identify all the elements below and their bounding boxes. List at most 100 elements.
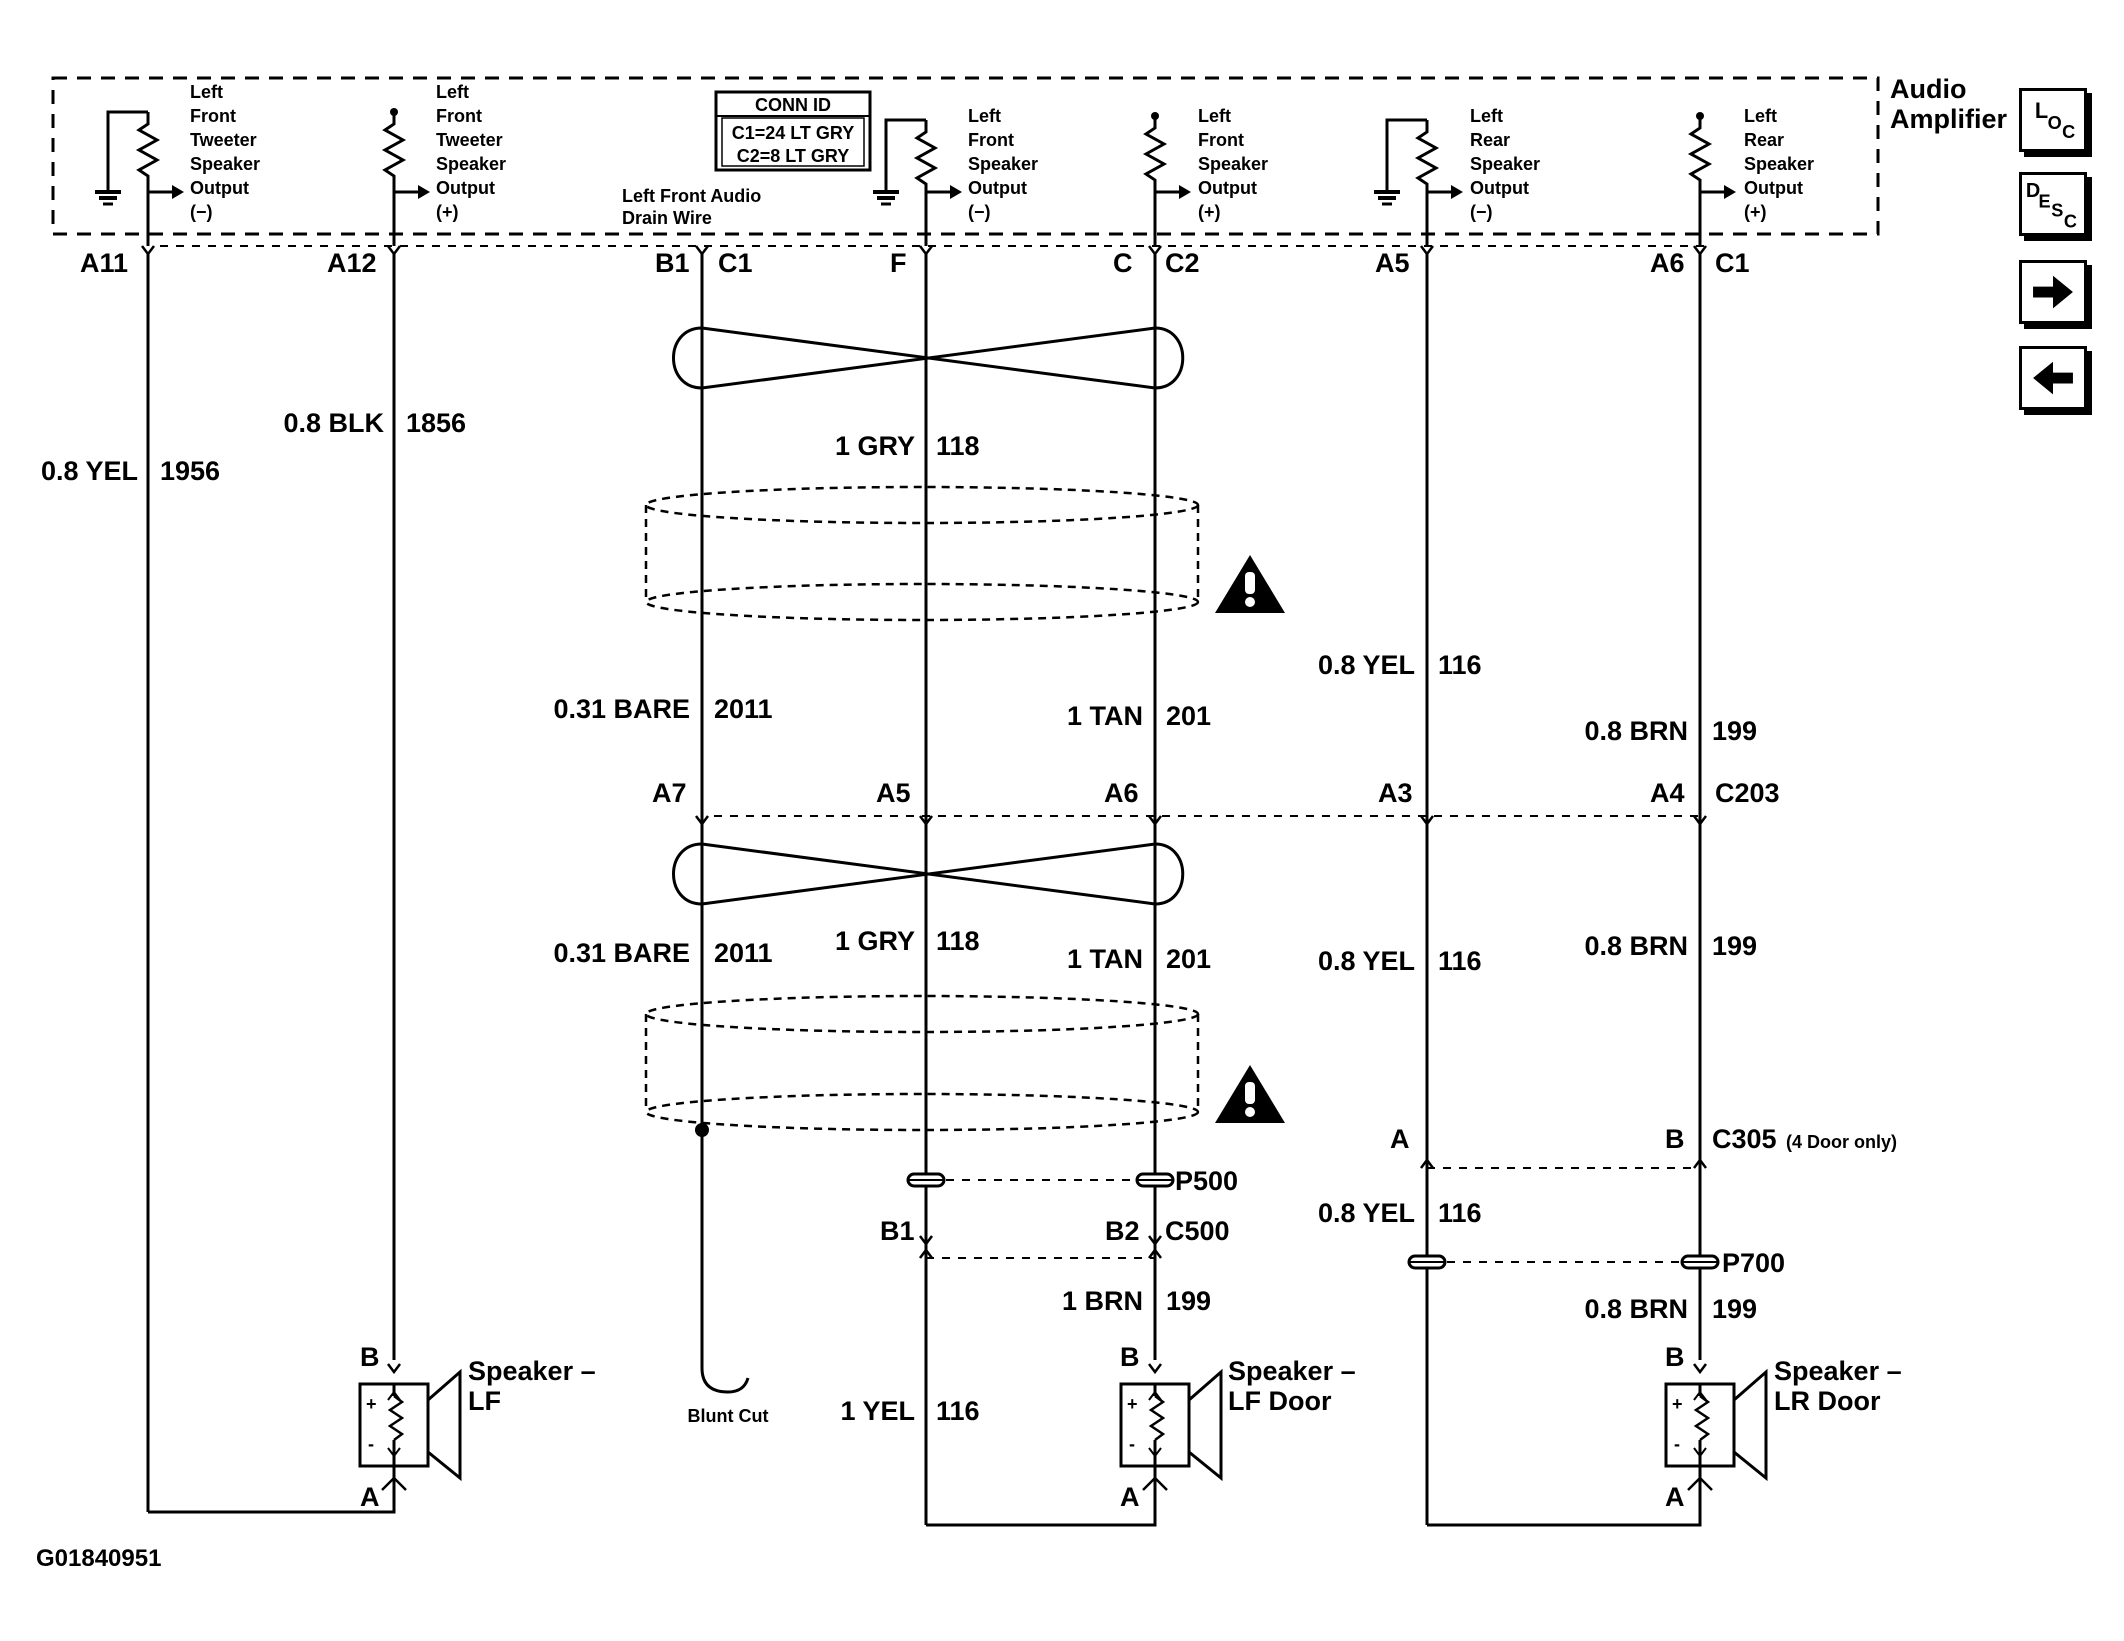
c305-pin-a: A	[1390, 1124, 1410, 1154]
wire-circuit-1956: 1956	[160, 456, 220, 486]
speaker-lf-door-pin-a: A	[1120, 1482, 1140, 1512]
wire-circuit-116d: 116	[936, 1396, 980, 1426]
description-button[interactable]: D E S C	[2019, 172, 2087, 236]
c203-pin-a5: A5	[876, 778, 911, 808]
previous-button[interactable]	[2019, 346, 2087, 410]
pin-c: C	[1113, 248, 1133, 278]
wire-color-116c: 0.8 YEL	[1318, 1198, 1415, 1228]
wire-color-2011b: 0.31 BARE	[553, 938, 690, 968]
pin-c1-b: C1	[1715, 248, 1750, 278]
output-1-desc: Left Front Tweeter Speaker Output (−)	[190, 82, 265, 222]
speaker-lf-label-1: Speaker –	[468, 1356, 596, 1386]
wire-circuit-201b: 201	[1166, 944, 1211, 974]
speaker-lr-door-label-2: LR Door	[1774, 1386, 1881, 1416]
c305-note: (4 Door only)	[1786, 1132, 1897, 1152]
wire-circuit-199c: 199	[1166, 1286, 1211, 1316]
c203-pin-a4: A4	[1650, 778, 1685, 808]
warning-icon[interactable]	[1215, 555, 1285, 613]
pin-c1-a: C1	[718, 248, 753, 278]
twisted-pair-1	[672, 326, 1185, 390]
amp-output-2	[383, 108, 430, 246]
speaker-lf-label-2: LF	[468, 1386, 501, 1416]
desc-sub-e: E	[2039, 192, 2051, 212]
conn-id-c2: C2=8 LT GRY	[737, 146, 850, 166]
c203-pins	[694, 814, 1708, 826]
next-button[interactable]	[2019, 260, 2087, 324]
amp-output-5	[1372, 118, 1463, 246]
svg-text:+: +	[1127, 1394, 1138, 1414]
p500-name: P500	[1175, 1166, 1238, 1196]
drain-wire-desc: Left Front Audio Drain Wire	[622, 186, 766, 228]
wire-color-2011a: 0.31 BARE	[553, 694, 690, 724]
wire-circuit-199b: 199	[1712, 931, 1757, 961]
speaker-lf-pin-a: A	[360, 1482, 380, 1512]
svg-text:-: -	[368, 1434, 374, 1454]
shield-2	[644, 994, 1200, 1132]
wire-circuit-116c: 116	[1438, 1198, 1482, 1228]
output-4-desc: Left Front Speaker Output (+)	[1198, 106, 1273, 222]
desc-sub-c: C	[2064, 212, 2077, 232]
c500-name: C500	[1165, 1216, 1230, 1246]
speaker-lf-door-pin-b: B	[1120, 1342, 1140, 1372]
wire-circuit-1856: 1856	[406, 408, 466, 438]
c305-pin-b: B	[1665, 1124, 1685, 1154]
wire-circuit-199d: 199	[1712, 1294, 1757, 1324]
pin-b1: B1	[655, 248, 690, 278]
p500-left	[906, 1172, 946, 1188]
speaker-lr-door-pin-b: B	[1665, 1342, 1685, 1372]
warning-icon[interactable]	[1215, 1065, 1285, 1123]
p700-right	[1680, 1254, 1720, 1270]
c203-pin-a7: A7	[652, 778, 687, 808]
wires	[146, 254, 1702, 1527]
arrow-left-icon	[2033, 361, 2073, 395]
arrow-right-icon	[2033, 275, 2073, 309]
speaker-lf-pin-b: B	[360, 1342, 380, 1372]
pin-a11: A11	[80, 248, 128, 278]
wire-circuit-2011a: 2011	[714, 694, 773, 724]
c305-name: C305	[1712, 1124, 1777, 1154]
svg-text:-: -	[1674, 1434, 1680, 1454]
twisted-pair-2	[672, 842, 1185, 906]
wire-color-118b: 1 GRY	[835, 926, 915, 956]
amp-connector-pins	[140, 244, 1708, 256]
output-6-desc: Left Rear Speaker Output (+)	[1744, 106, 1819, 222]
audio-amplifier-box	[51, 76, 1880, 236]
wire-circuit-118a: 118	[936, 431, 980, 461]
wire-circuit-116a: 116	[1438, 650, 1482, 680]
amp-output-3	[871, 118, 962, 246]
p500-right	[1135, 1172, 1175, 1188]
amp-output-1	[93, 110, 184, 246]
svg-text:+: +	[1672, 1394, 1683, 1414]
svg-text:-: -	[1129, 1434, 1135, 1454]
speaker-lr-door: + -	[1664, 1362, 1768, 1491]
location-button[interactable]: L O C	[2019, 88, 2087, 152]
wire-circuit-2011b: 2011	[714, 938, 773, 968]
speaker-lf-door-label-2: LF Door	[1228, 1386, 1332, 1416]
wire-color-118a: 1 GRY	[835, 431, 915, 461]
desc-sub-s: S	[2051, 201, 2063, 221]
wire-color-199d: 0.8 BRN	[1584, 1294, 1688, 1324]
wire-color-199a: 0.8 BRN	[1584, 716, 1688, 746]
pin-c2: C2	[1165, 248, 1200, 278]
amplifier-title-2: Amplifier	[1890, 104, 2008, 134]
wire-circuit-201a: 201	[1166, 701, 1211, 731]
speaker-lr-door-pin-a: A	[1665, 1482, 1685, 1512]
speaker-lr-door-label-1: Speaker –	[1774, 1356, 1902, 1386]
conn-id-header: CONN ID	[755, 95, 831, 115]
pin-f: F	[890, 248, 907, 278]
pin-a5: A5	[1375, 248, 1410, 278]
drain-splice	[695, 1123, 709, 1137]
wire-color-201a: 1 TAN	[1067, 701, 1143, 731]
speaker-lf-door-label-1: Speaker –	[1228, 1356, 1356, 1386]
pin-a6: A6	[1650, 248, 1685, 278]
c203-name: C203	[1715, 778, 1780, 808]
output-3-desc: Left Front Speaker Output (−)	[968, 106, 1043, 222]
wire-circuit-199a: 199	[1712, 716, 1757, 746]
amp-output-6	[1689, 112, 1736, 246]
blunt-cut-label: Blunt Cut	[688, 1406, 769, 1426]
c500-pin-b2: B2	[1105, 1216, 1140, 1246]
c500-pins	[918, 1234, 1163, 1259]
svg-text:+: +	[366, 1394, 377, 1414]
output-2-desc: Left Front Tweeter Speaker Output (+)	[436, 82, 511, 222]
